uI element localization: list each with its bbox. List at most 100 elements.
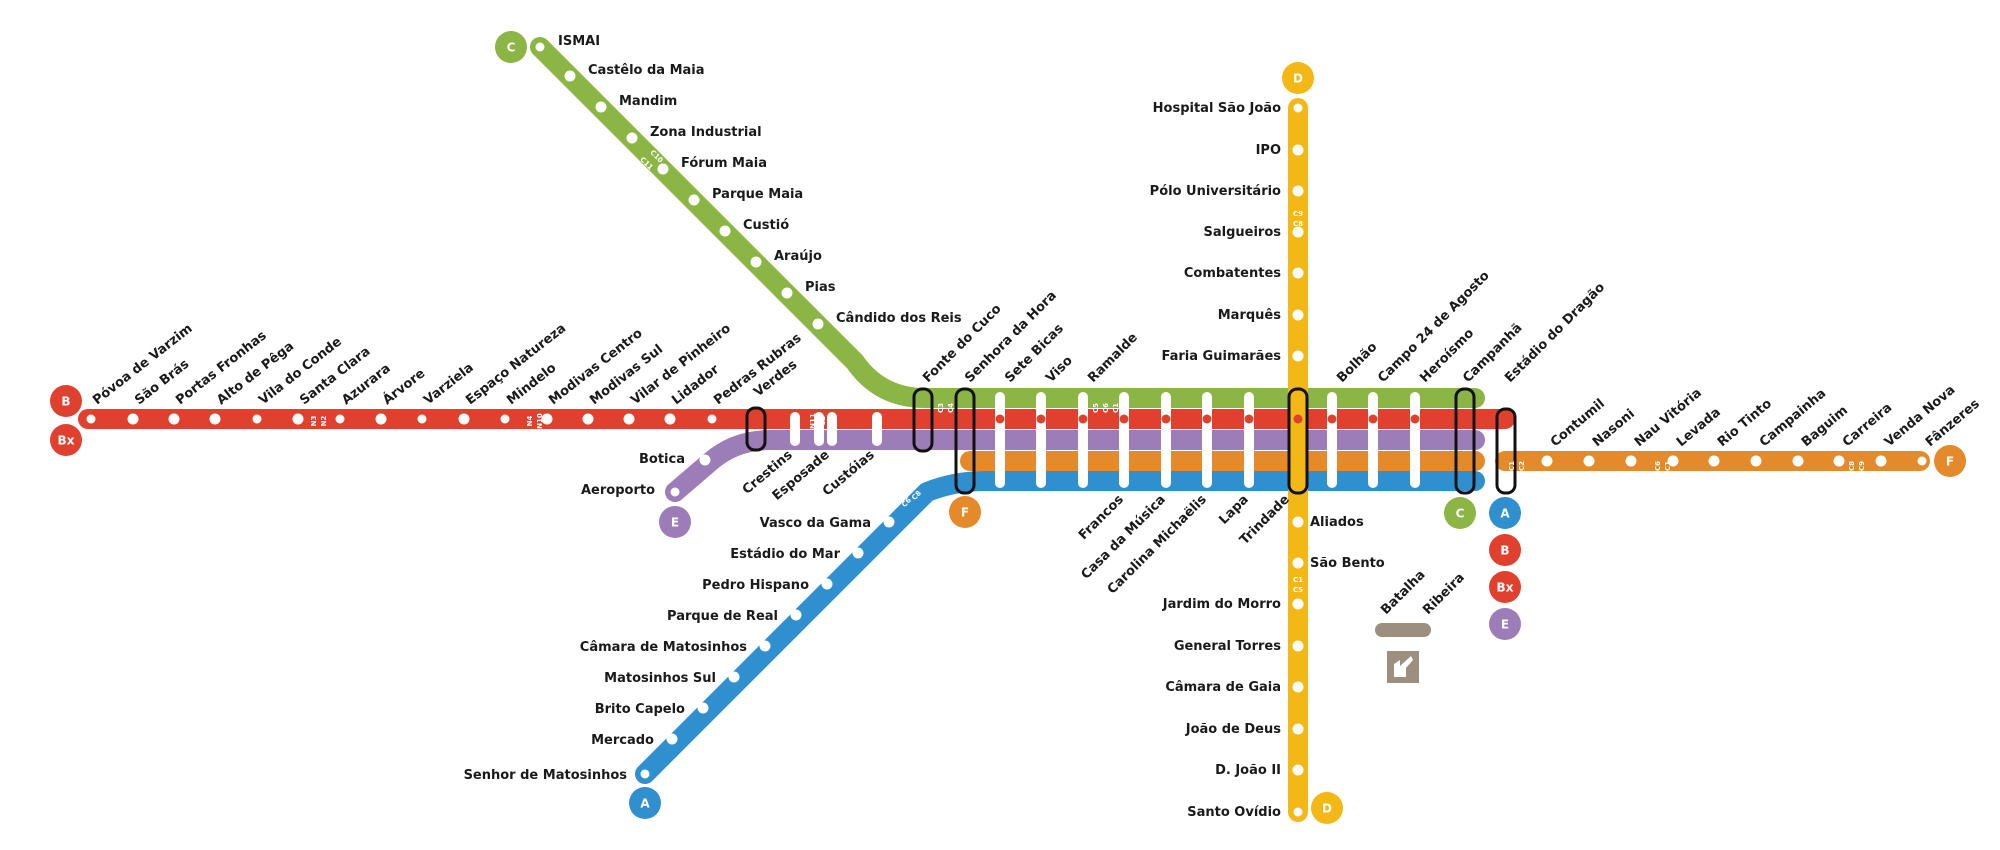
- station-joao-de-deus[interactable]: [1292, 723, 1304, 735]
- terminal-line-a[interactable]: A: [629, 787, 661, 819]
- station-araujo[interactable]: [750, 256, 762, 268]
- interchange-dot: [1078, 414, 1088, 424]
- station-estadio-do-mar[interactable]: [852, 547, 864, 559]
- station-combatentes[interactable]: [1292, 267, 1304, 279]
- station-trunk-9[interactable]: [1410, 392, 1420, 488]
- station-rio-tinto[interactable]: [1708, 455, 1720, 467]
- zone-label: C5: [1293, 586, 1303, 594]
- station-campainha[interactable]: [1750, 455, 1762, 467]
- station-label-parque-maia: Parque Maia: [712, 187, 803, 202]
- terminal-line-f[interactable]: F: [949, 496, 981, 528]
- station-camara-de-matosinhos[interactable]: [759, 640, 771, 652]
- interchange-fonte-do-cuco: [912, 387, 934, 453]
- terminal-line-d[interactable]: D: [1311, 792, 1343, 824]
- terminal-line-bx[interactable]: Bx: [50, 424, 82, 456]
- station-faria-guimaraes[interactable]: [1292, 350, 1304, 362]
- station-trunk-4[interactable]: [1161, 392, 1171, 488]
- station-baguim[interactable]: [1792, 455, 1804, 467]
- station-lidador[interactable]: [664, 413, 676, 425]
- station-ismai[interactable]: [533, 40, 547, 54]
- terminal-line-e[interactable]: E: [659, 506, 691, 538]
- terminal-line-c[interactable]: C: [495, 31, 527, 63]
- terminal-line-f[interactable]: F: [1934, 445, 1966, 477]
- station-jardim-do-morro[interactable]: [1292, 598, 1304, 610]
- station-sao-bento[interactable]: [1292, 557, 1304, 569]
- station-matosinhos-sul[interactable]: [728, 671, 740, 683]
- station-santa-clara[interactable]: [292, 413, 304, 425]
- station-pedro-hispano[interactable]: [821, 578, 833, 590]
- terminal-line-bx[interactable]: Bx: [1489, 571, 1521, 603]
- station-nasoni[interactable]: [1583, 455, 1595, 467]
- station-vasco-da-gama[interactable]: [883, 516, 895, 528]
- station-trunk-0[interactable]: [995, 392, 1005, 488]
- station-levada[interactable]: [1667, 455, 1679, 467]
- station-trunk-2[interactable]: [1078, 392, 1088, 488]
- station-aliados[interactable]: [1292, 516, 1304, 528]
- station-ipo[interactable]: [1292, 144, 1304, 156]
- station-mindelo[interactable]: [498, 412, 512, 426]
- station-d-joao-ii[interactable]: [1292, 764, 1304, 776]
- station-modivas-centro[interactable]: [541, 413, 553, 425]
- station-trunk-5[interactable]: [1202, 392, 1212, 488]
- station-botica[interactable]: [699, 454, 711, 466]
- station-espaco-natureza[interactable]: [458, 413, 470, 425]
- station-pill-extra[interactable]: [814, 412, 824, 446]
- station-esposade[interactable]: [827, 412, 837, 446]
- terminal-line-e[interactable]: E: [1489, 608, 1521, 640]
- terminal-line-a[interactable]: A: [1489, 497, 1521, 529]
- station-nau-vitoria[interactable]: [1625, 455, 1637, 467]
- station-trunk-8[interactable]: [1368, 392, 1378, 488]
- station-santo-ovidio[interactable]: [1291, 805, 1305, 819]
- station-sao-bras[interactable]: [127, 413, 139, 425]
- station-candido-dos-reis[interactable]: [812, 318, 824, 330]
- terminal-line-c[interactable]: C: [1444, 497, 1476, 529]
- terminal-line-d[interactable]: D: [1282, 62, 1314, 94]
- terminal-line-b[interactable]: B: [1489, 534, 1521, 566]
- station-trunk-1[interactable]: [1036, 392, 1046, 488]
- station-portas-fronhas[interactable]: [168, 413, 180, 425]
- station-pias[interactable]: [781, 287, 793, 299]
- station-modivas-sul[interactable]: [582, 413, 594, 425]
- station-parque-de-real[interactable]: [790, 609, 802, 621]
- station-carreira[interactable]: [1833, 455, 1845, 467]
- station-azurara[interactable]: [333, 412, 347, 426]
- station-general-torres[interactable]: [1292, 640, 1304, 652]
- station-povoa-de-varzim[interactable]: [84, 412, 98, 426]
- interchange-dot: [1244, 414, 1254, 424]
- station-pedras-rubras[interactable]: [705, 412, 719, 426]
- station-vila-do-conde[interactable]: [250, 412, 264, 426]
- station-label-ipo: IPO: [1256, 143, 1281, 158]
- station-contumil[interactable]: [1541, 455, 1553, 467]
- station-forum-maia[interactable]: [657, 163, 669, 175]
- station-label-joao-de-deus: João de Deus: [1185, 722, 1282, 737]
- station-castelo-da-maia[interactable]: [564, 70, 576, 82]
- station-aeroporto[interactable]: [668, 485, 682, 499]
- station-polo-universitario[interactable]: [1292, 185, 1304, 197]
- station-salgueiros[interactable]: [1292, 226, 1304, 238]
- station-alto-de-pega[interactable]: [209, 413, 221, 425]
- station-fanzeres[interactable]: [1915, 454, 1929, 468]
- station-marques[interactable]: [1292, 309, 1304, 321]
- station-label-viso: Viso: [1043, 353, 1076, 386]
- station-venda-nova[interactable]: [1875, 455, 1887, 467]
- station-camara-de-gaia[interactable]: [1292, 681, 1304, 693]
- station-zona-industrial[interactable]: [626, 132, 638, 144]
- station-trunk-6[interactable]: [1244, 392, 1254, 488]
- station-varziela[interactable]: [415, 412, 429, 426]
- station-trunk-7[interactable]: [1327, 392, 1337, 488]
- station-mercado[interactable]: [666, 733, 678, 745]
- terminal-line-b[interactable]: B: [50, 385, 82, 417]
- station-crestins[interactable]: [790, 412, 800, 446]
- station-arvore[interactable]: [375, 413, 387, 425]
- station-hospital-sao-joao[interactable]: [1291, 101, 1305, 115]
- station-trunk-3[interactable]: [1119, 392, 1129, 488]
- station-label-araujo: Araújo: [774, 249, 822, 264]
- station-brito-capelo[interactable]: [697, 702, 709, 714]
- station-parque-maia[interactable]: [688, 194, 700, 206]
- station-vilar-de-pinheiro[interactable]: [623, 413, 635, 425]
- station-custoias[interactable]: [872, 412, 882, 446]
- station-custio[interactable]: [719, 225, 731, 237]
- station-senhor-de-matosinhos[interactable]: [638, 767, 652, 781]
- station-mandim[interactable]: [595, 101, 607, 113]
